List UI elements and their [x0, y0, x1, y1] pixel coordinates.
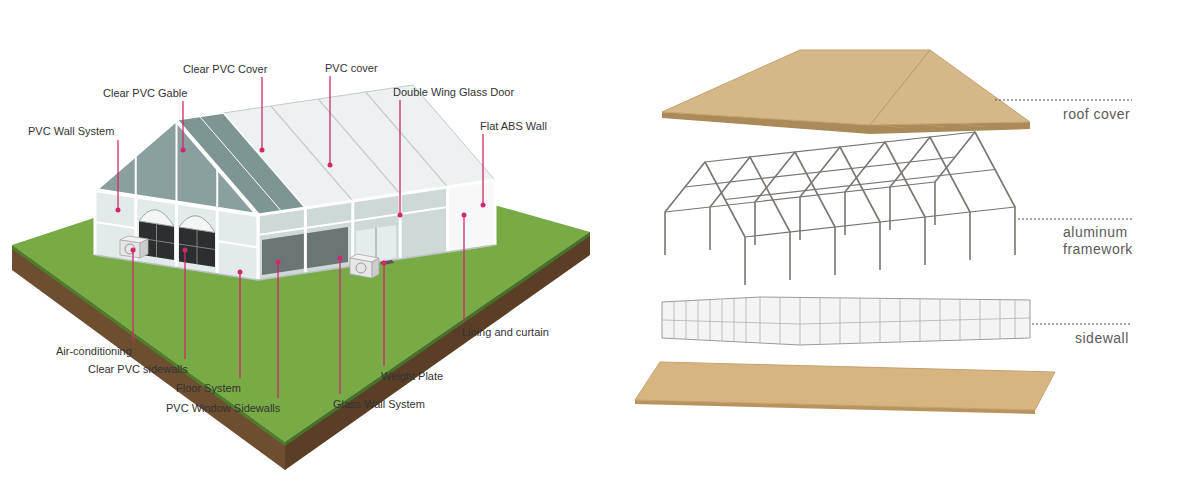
callout-label: Clear PVC sidewalls [88, 363, 188, 376]
base-beam [95, 245, 495, 280]
callout-label: PVC Window Sidewalls [166, 402, 280, 415]
leader-dot [131, 248, 136, 253]
floor-top [635, 362, 1055, 410]
aluminum-framework-part [665, 132, 1015, 285]
air-conditioner [120, 236, 148, 258]
window-arch [139, 210, 174, 227]
air-conditioner [350, 254, 379, 278]
part-label: aluminum framework [1063, 224, 1147, 258]
part-leaders [995, 100, 1132, 324]
leader-line [329, 76, 330, 165]
callout-label: Flat ABS Wall [480, 120, 547, 133]
callout-label: PVC Wall System [28, 125, 114, 138]
leader-line [261, 77, 262, 150]
leader-dot [238, 270, 243, 275]
leader-line [184, 250, 185, 359]
leader-line [383, 263, 384, 366]
ac-fan [356, 263, 366, 273]
leader-dot [382, 261, 387, 266]
wall-transom [95, 222, 258, 248]
callout-label: PVC cover [325, 62, 378, 75]
leader-dot [338, 256, 343, 261]
roof-cover-top [662, 50, 1030, 125]
ac-front [120, 240, 140, 258]
frame-truss [845, 142, 925, 265]
wall-post [258, 180, 495, 280]
roof-rafter [271, 92, 448, 201]
roof-cover-part [662, 50, 1030, 134]
sidewall-rail [662, 318, 1030, 324]
sidewall-panel [674, 297, 1015, 345]
leader-dot [328, 163, 333, 168]
sidewall-part [662, 297, 1030, 345]
abs-wall [448, 180, 495, 252]
leader-dot [462, 213, 467, 218]
dotted-leader [1018, 219, 1132, 220]
ac-side [372, 258, 379, 278]
window-arch [179, 216, 215, 233]
callout-label: Weight Plate [381, 370, 443, 383]
callout-label: Lining and curtain [462, 326, 549, 339]
sidewall-band [662, 297, 1030, 345]
tent-front [95, 120, 495, 280]
leader-dot [481, 203, 486, 208]
glass-wall [258, 180, 495, 280]
callout-label: Air-conditioning [56, 345, 132, 358]
leader-dot [183, 248, 188, 253]
frame-truss [710, 157, 790, 280]
frame-truss [665, 162, 745, 285]
part-label: roof cover [1063, 106, 1130, 123]
callout-label: Clear PVC Gable [103, 87, 187, 100]
frame-purlin [665, 132, 1015, 237]
frame-truss [755, 152, 835, 275]
weight-plate [380, 260, 394, 265]
tent-side-wall [258, 180, 495, 280]
leader-line [117, 140, 118, 210]
callout-label: Glass Wall System [333, 398, 425, 411]
leader-line [399, 100, 400, 215]
leader-line [182, 101, 183, 150]
leader-line [277, 262, 278, 398]
dotted-leader [1032, 324, 1132, 325]
leader-dot [276, 260, 281, 265]
leader-line [132, 250, 133, 341]
leader-dot [181, 148, 186, 153]
leader-dot [398, 213, 403, 218]
callout-label: Floor System [176, 382, 241, 395]
callout-label: Clear PVC Cover [183, 63, 267, 76]
gable-trim [95, 120, 258, 215]
ac-side [140, 239, 148, 258]
frame-truss [890, 137, 970, 260]
floor-part [635, 362, 1055, 414]
leader-dots [116, 148, 486, 275]
leader-line [463, 215, 464, 322]
roof-cover-seam [870, 50, 985, 128]
callout-label: Double Wing Glass Door [393, 86, 514, 99]
dotted-leader [995, 100, 1132, 101]
frame-truss [935, 132, 1015, 255]
frame-truss [800, 147, 880, 270]
leader-line [239, 272, 240, 378]
leader-line [339, 258, 340, 394]
part-label: sidewall [1075, 330, 1129, 347]
gable-frame [136, 121, 218, 209]
door-split [376, 228, 377, 261]
eave-beam [258, 180, 495, 215]
leader-dot [260, 148, 265, 153]
leader-dot [116, 208, 121, 213]
ac-front [350, 258, 372, 278]
leader-line [482, 134, 483, 205]
leader-lines [118, 76, 483, 398]
